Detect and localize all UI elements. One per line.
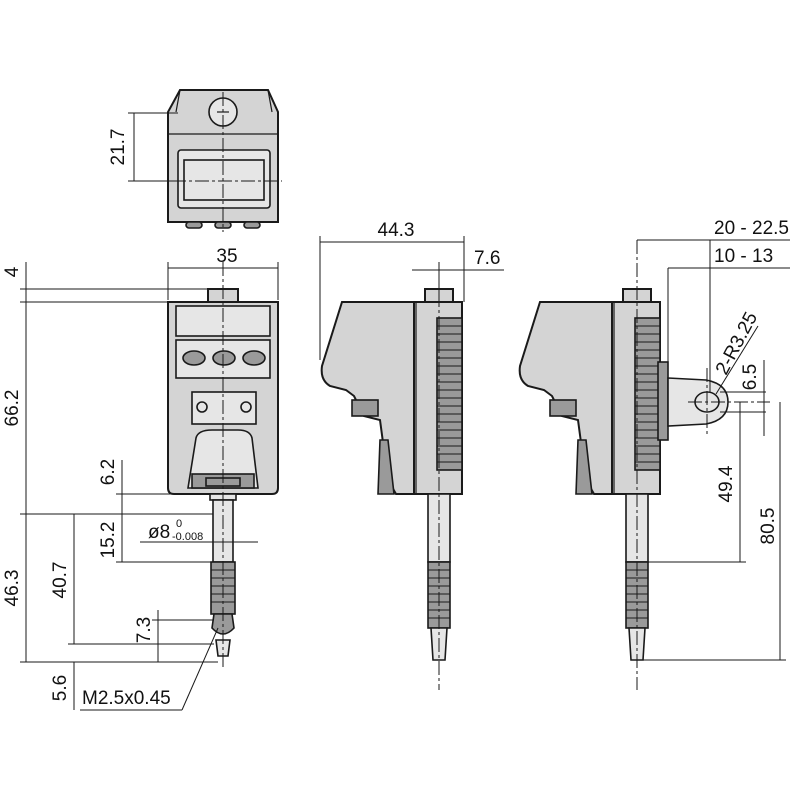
dim-label-44-3: 44.3 [378, 220, 415, 241]
dim-label-thread: M2.5x0.45 [82, 688, 171, 709]
dim-label-7-6: 7.6 [474, 248, 500, 269]
dim-label-7-3: 7.3 [134, 617, 155, 643]
dim-tol-lower: -0.008 [172, 531, 203, 543]
dim-label-5-6: 5.6 [50, 675, 71, 701]
side-view [320, 270, 463, 690]
button-center-icon [212, 350, 236, 366]
dim-front: 35 4 66.2 6.2 15.2 ø8 0 -0.008 40.7 46.3… [2, 246, 279, 711]
dim-label-20-22-5: 20 - 22.5 [714, 218, 789, 239]
dim-side: 44.3 7.6 [319, 220, 504, 360]
dim-label-6-5: 6.5 [740, 364, 761, 390]
dim-label-49-4: 49.4 [716, 465, 737, 502]
dim-top-height: 21.7 [108, 112, 178, 182]
dim-label-40-7: 40.7 [50, 562, 71, 599]
dim-label-6-2: 6.2 [98, 459, 119, 485]
dim-lug: 20 - 22.5 10 - 13 2-R3.25 6.5 49.4 80.5 [637, 218, 790, 661]
dim-label-15-2: 15.2 [98, 522, 119, 559]
dim-label-21-7: 21.7 [108, 129, 129, 166]
dim-label-80-5: 80.5 [758, 508, 779, 545]
front-view [167, 262, 279, 668]
dim-label-66-2: 66.2 [2, 390, 23, 427]
button-right-icon [242, 350, 266, 366]
dim-label-35: 35 [216, 246, 237, 267]
button-left-icon [182, 350, 206, 366]
top-view [167, 89, 282, 232]
lug-view [518, 240, 770, 690]
dim-tol-upper: 0 [176, 518, 182, 530]
dim-label-46-3: 46.3 [2, 570, 23, 607]
dim-label-10-13: 10 - 13 [714, 246, 773, 267]
dim-label-diameter: ø8 [148, 522, 170, 543]
dim-label-4: 4 [2, 266, 23, 277]
